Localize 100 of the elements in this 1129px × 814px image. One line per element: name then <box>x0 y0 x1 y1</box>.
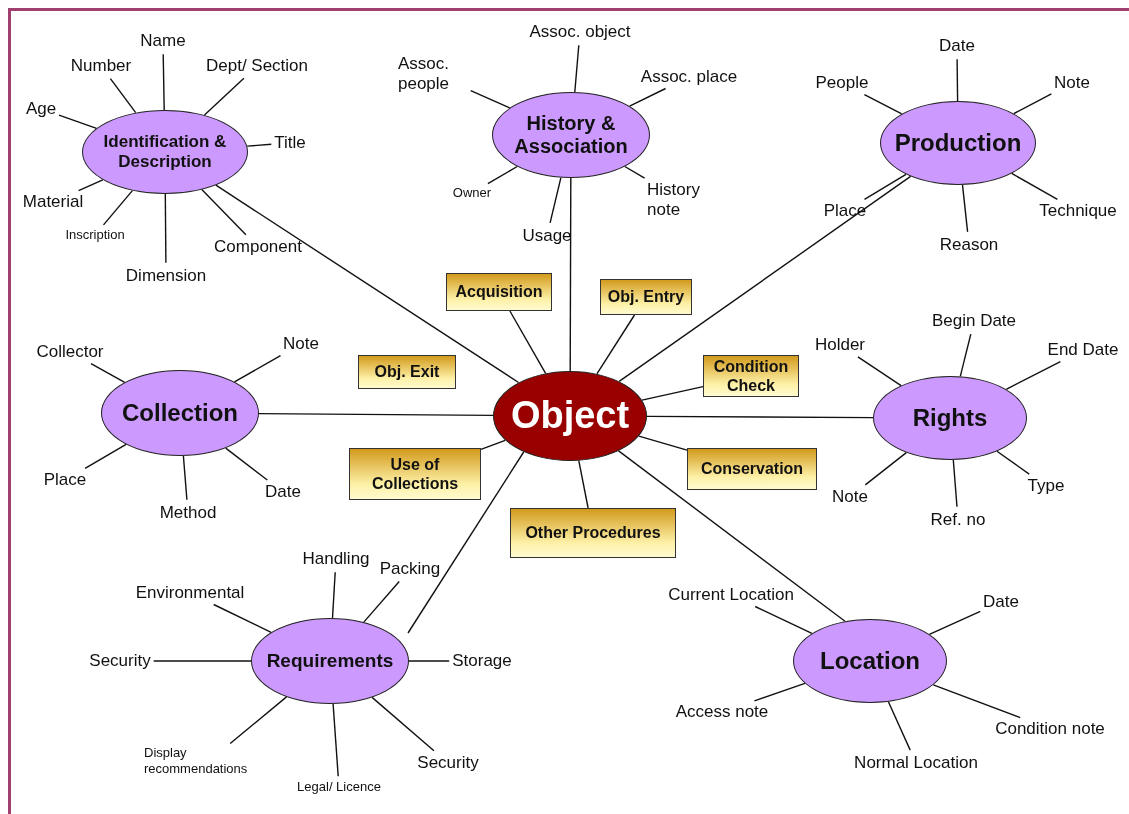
topic-label: Production <box>893 129 1023 157</box>
topic-label: Collection <box>121 399 239 427</box>
topic-label: Location <box>819 647 921 675</box>
connector-line <box>363 580 400 623</box>
connector-line <box>574 44 580 93</box>
attribute-label: Place <box>43 469 87 491</box>
topic-label: History & Association <box>513 112 629 158</box>
connector-line <box>229 696 288 745</box>
connector-line <box>596 314 636 375</box>
attribute-label: Holder <box>814 334 866 356</box>
procedure-label: Condition Check <box>712 356 790 396</box>
connector-line <box>863 173 907 200</box>
connector-line <box>109 77 137 114</box>
attribute-label: Number <box>70 55 132 77</box>
connector-line <box>1013 93 1053 115</box>
procedure-box <box>358 355 456 389</box>
connector-line <box>332 703 339 777</box>
connector-line <box>753 682 806 702</box>
attribute-label: Assoc. object <box>529 21 631 43</box>
attribute-label: Normal Location <box>854 752 978 774</box>
attribute-label: Access note <box>675 701 769 723</box>
attribute-label: Date <box>939 35 975 57</box>
connector-line <box>624 165 646 179</box>
connector-line <box>258 412 494 417</box>
attribute-label: Reason <box>939 234 999 256</box>
attribute-label: Condition note <box>995 718 1105 740</box>
connector-line <box>617 450 846 622</box>
connector-line <box>90 363 126 383</box>
attribute-label: Packing <box>379 558 441 580</box>
attribute-label: Component <box>214 236 302 258</box>
attribute-label: Date <box>983 591 1019 613</box>
connector-line <box>371 696 435 752</box>
connector-line <box>618 175 912 383</box>
procedure-label: Other Procedures <box>524 523 662 543</box>
connector-line <box>952 459 958 508</box>
attribute-label: Material <box>22 191 84 213</box>
connector-line <box>201 188 247 236</box>
connector-line <box>863 93 903 115</box>
connector-line <box>480 439 506 450</box>
connector-line <box>956 58 959 102</box>
procedure-box <box>600 279 692 315</box>
connector-line <box>233 355 282 383</box>
connector-line <box>162 53 165 111</box>
attribute-label: Dept/ Section <box>205 55 309 77</box>
procedure-box <box>687 448 817 490</box>
procedure-box <box>510 508 676 558</box>
attribute-label: Method <box>159 502 217 524</box>
connector-line <box>1011 172 1059 200</box>
connector-line <box>959 333 972 378</box>
connector-line <box>641 385 704 401</box>
topic-label: Rights <box>911 404 989 432</box>
connector-line <box>164 193 167 264</box>
attribute-label: Security <box>417 752 479 774</box>
connector-line <box>203 77 245 116</box>
connector-line <box>213 603 272 634</box>
connector-line <box>215 184 520 384</box>
connector-line <box>470 90 511 109</box>
procedure-label: Obj. Exit <box>373 362 441 382</box>
connector-line <box>569 177 572 372</box>
connector-line <box>509 310 547 374</box>
topic-label: Identification & Description <box>102 132 228 172</box>
connector-line <box>549 176 562 224</box>
connector-line <box>1005 360 1062 390</box>
connector-line <box>961 184 969 233</box>
attribute-label: Usage <box>522 225 572 247</box>
attribute-label: Owner <box>452 185 492 201</box>
connector-line <box>628 87 667 107</box>
attribute-label: People <box>815 72 869 94</box>
connector-line <box>102 189 134 226</box>
attribute-label: Title <box>274 132 306 154</box>
attribute-label: Dimension <box>125 265 207 287</box>
attribute-label: Security <box>89 650 151 672</box>
procedure-box <box>703 355 799 397</box>
attribute-label: Display recommendations <box>144 745 274 777</box>
attribute-label: Environmental <box>135 582 245 604</box>
procedure-label: Conservation <box>699 459 805 479</box>
topic-label: Object <box>509 394 631 438</box>
attribute-label: Ref. no <box>930 509 986 531</box>
attribute-label: Technique <box>1039 200 1117 222</box>
attribute-label: Storage <box>452 650 512 672</box>
connector-line <box>928 610 981 635</box>
attribute-label: Note <box>832 486 868 508</box>
procedure-box <box>446 273 552 311</box>
connector-line <box>182 455 188 501</box>
attribute-label: Type <box>1027 475 1065 497</box>
attribute-label: Assoc. place <box>640 66 738 88</box>
connector-line <box>407 451 525 634</box>
attribute-label: Age <box>25 98 57 120</box>
connector-line <box>887 701 911 751</box>
attribute-label: History note <box>647 179 717 221</box>
attribute-label: Legal/ Licence <box>297 779 381 795</box>
attribute-label: Begin Date <box>931 310 1017 332</box>
procedure-label: Use of Collections <box>370 454 460 494</box>
connector-line <box>153 660 252 662</box>
attribute-label: Assoc. people <box>398 53 468 95</box>
attribute-label: Note <box>1054 72 1090 94</box>
connector-line <box>754 605 813 635</box>
connector-line <box>246 143 272 147</box>
attribute-label: End Date <box>1047 339 1119 361</box>
attribute-label: Inscription <box>65 227 125 243</box>
